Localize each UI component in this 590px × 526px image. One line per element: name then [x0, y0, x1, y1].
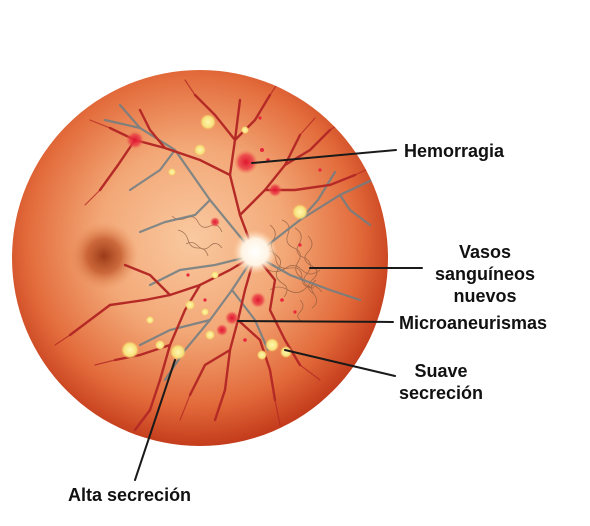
microaneurysms	[186, 116, 322, 342]
label-vasos-line2: sanguíneos	[434, 264, 536, 284]
eyeball	[12, 70, 388, 446]
label-microaneurismas-text: Microaneurismas	[399, 313, 548, 333]
label-hemorragia-text: Hemorragia	[404, 141, 505, 161]
label-vasos-line1: Vasos	[458, 242, 512, 262]
label-suave-secrecion: Suave secreción	[386, 360, 496, 404]
label-vasos-sanguineos-nuevos: Vasos sanguíneos nuevos	[425, 241, 545, 307]
label-suave-line1: Suave	[414, 361, 468, 381]
label-suave-line2: secreción	[398, 383, 484, 403]
leader-hemorragia	[251, 149, 397, 164]
leader-lines	[134, 149, 423, 481]
label-alta-secrecion-text: Alta secreción	[68, 485, 192, 505]
label-alta-secrecion: Alta secreción	[68, 484, 191, 506]
optic-disc-icon	[233, 230, 277, 274]
exudates	[121, 114, 308, 360]
label-hemorragia: Hemorragia	[404, 140, 504, 162]
thin-arteries	[54, 79, 371, 426]
macula-icon	[70, 222, 138, 290]
leader-suave	[284, 349, 396, 377]
label-microaneurismas: Microaneurismas	[399, 312, 547, 334]
leader-microaneurismas	[237, 320, 394, 323]
hemorrhages	[126, 131, 282, 336]
leader-alta	[134, 359, 176, 481]
label-vasos-line3: nuevos	[453, 286, 517, 306]
